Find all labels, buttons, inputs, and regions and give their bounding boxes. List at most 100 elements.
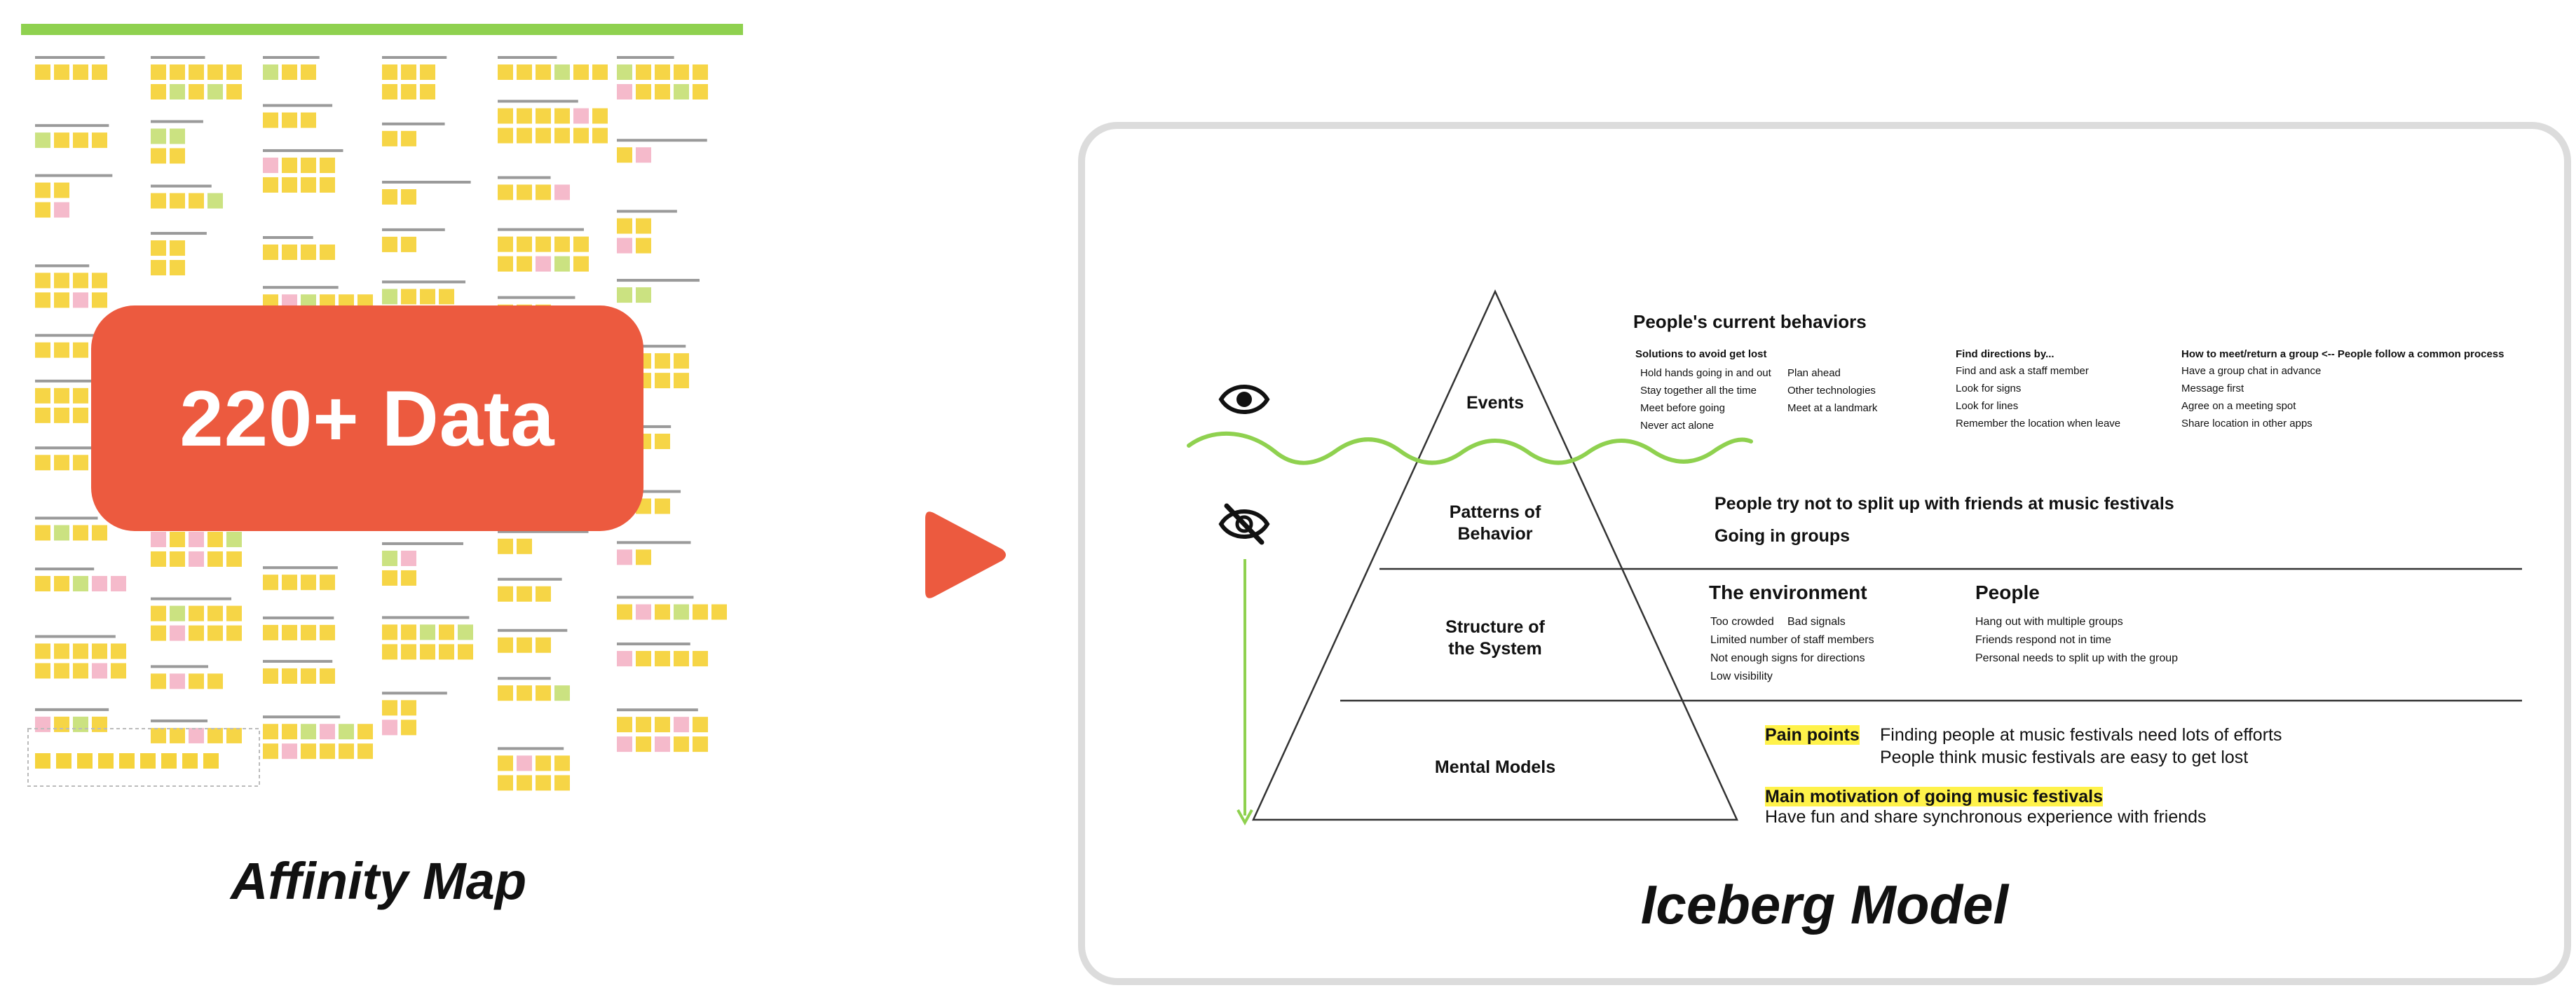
sticky-note xyxy=(617,287,632,303)
cluster-label xyxy=(35,708,109,711)
sticky-note xyxy=(54,455,69,471)
sticky-note xyxy=(617,147,632,163)
sticky-note xyxy=(189,605,204,621)
sticky-note xyxy=(693,604,708,620)
sticky-note xyxy=(382,624,397,640)
sticky-note xyxy=(382,236,397,252)
cluster-label xyxy=(263,286,339,289)
list-item: Too crowded xyxy=(1710,616,1774,628)
sticky-note xyxy=(151,193,166,209)
cluster-label xyxy=(35,446,94,450)
play-triangle-icon xyxy=(925,511,1006,598)
list-item: Look for signs xyxy=(1956,383,2022,394)
iceberg-pyramid xyxy=(1252,289,1738,821)
sticky-note xyxy=(35,132,50,149)
sticky-note xyxy=(282,743,297,759)
sticky-note xyxy=(517,184,532,200)
sticky-note xyxy=(92,525,107,541)
sticky-note xyxy=(617,717,632,733)
sticky-note xyxy=(655,651,670,667)
list-item: Limited number of staff members xyxy=(1710,634,1874,646)
cluster-label xyxy=(382,181,471,184)
sticky-note xyxy=(161,753,177,769)
sticky-note xyxy=(170,673,185,689)
cluster-label xyxy=(263,659,333,663)
sticky-note xyxy=(301,624,316,640)
cluster-label xyxy=(498,56,557,59)
sticky-note xyxy=(498,64,513,80)
cluster-label xyxy=(617,425,672,428)
sticky-note xyxy=(536,108,551,124)
sticky-note xyxy=(617,549,632,565)
cluster-label xyxy=(498,228,584,231)
sticky-note xyxy=(151,84,166,99)
sticky-note xyxy=(92,663,107,679)
sticky-note xyxy=(35,292,50,308)
pattern-statement: Going in groups xyxy=(1715,526,1851,546)
sticky-note xyxy=(517,755,532,771)
sticky-note xyxy=(54,663,69,679)
sticky-note xyxy=(35,753,50,769)
sticky-note xyxy=(517,108,532,124)
sticky-note xyxy=(517,128,532,144)
sticky-note xyxy=(320,177,335,193)
depth-arrow xyxy=(1236,559,1253,826)
cluster-label xyxy=(151,597,232,600)
sticky-note xyxy=(263,724,278,740)
sticky-note xyxy=(301,177,316,193)
sticky-note xyxy=(498,755,513,771)
eye-slash-icon xyxy=(1218,503,1270,545)
sticky-note xyxy=(554,184,570,200)
sticky-note xyxy=(617,736,632,752)
sticky-note xyxy=(170,531,185,547)
sticky-note xyxy=(92,292,107,308)
sticky-note xyxy=(282,724,297,740)
sticky-note xyxy=(536,586,551,602)
sticky-note xyxy=(554,775,570,791)
sticky-note xyxy=(301,668,316,684)
sticky-note xyxy=(674,651,689,667)
sticky-note xyxy=(35,455,50,471)
sticky-note xyxy=(263,177,278,193)
sticky-note xyxy=(226,531,242,547)
sticky-note xyxy=(693,64,708,80)
cluster-label xyxy=(498,577,562,581)
sticky-note xyxy=(98,753,114,769)
sticky-note xyxy=(339,724,354,740)
sticky-note xyxy=(170,128,185,144)
cluster-label xyxy=(617,279,700,282)
sticky-note xyxy=(320,244,335,260)
sticky-note xyxy=(382,550,397,566)
sticky-note xyxy=(617,238,632,254)
sticky-note xyxy=(439,289,454,305)
sticky-note xyxy=(636,736,651,752)
sticky-note xyxy=(401,189,416,205)
pain-point: Finding people at music festivals need l… xyxy=(1880,725,2282,745)
sticky-note xyxy=(573,256,589,272)
sticky-note xyxy=(54,342,69,358)
sticky-note xyxy=(35,525,50,541)
waterline-wave xyxy=(1187,432,1753,465)
sticky-note xyxy=(282,244,297,260)
sticky-note xyxy=(517,586,532,602)
sticky-note xyxy=(35,64,50,80)
motivation-label: Main motivation of going music festivals xyxy=(1765,785,2104,808)
cluster-label xyxy=(617,642,690,646)
sticky-note xyxy=(617,84,632,99)
list-item: Never act alone xyxy=(1640,420,1715,432)
sticky-note xyxy=(382,130,397,146)
sticky-note xyxy=(693,84,708,99)
sticky-note xyxy=(226,605,242,621)
sticky-note xyxy=(458,624,473,640)
cluster-label xyxy=(498,747,564,750)
sticky-note xyxy=(263,64,278,80)
sticky-note xyxy=(401,289,416,305)
sticky-note xyxy=(282,624,297,640)
sticky-note xyxy=(636,287,651,303)
cluster-label xyxy=(498,677,551,680)
sticky-note xyxy=(54,182,69,198)
sticky-note xyxy=(498,637,513,653)
sticky-note xyxy=(674,64,689,80)
sticky-note xyxy=(439,644,454,660)
sticky-note xyxy=(263,112,278,128)
